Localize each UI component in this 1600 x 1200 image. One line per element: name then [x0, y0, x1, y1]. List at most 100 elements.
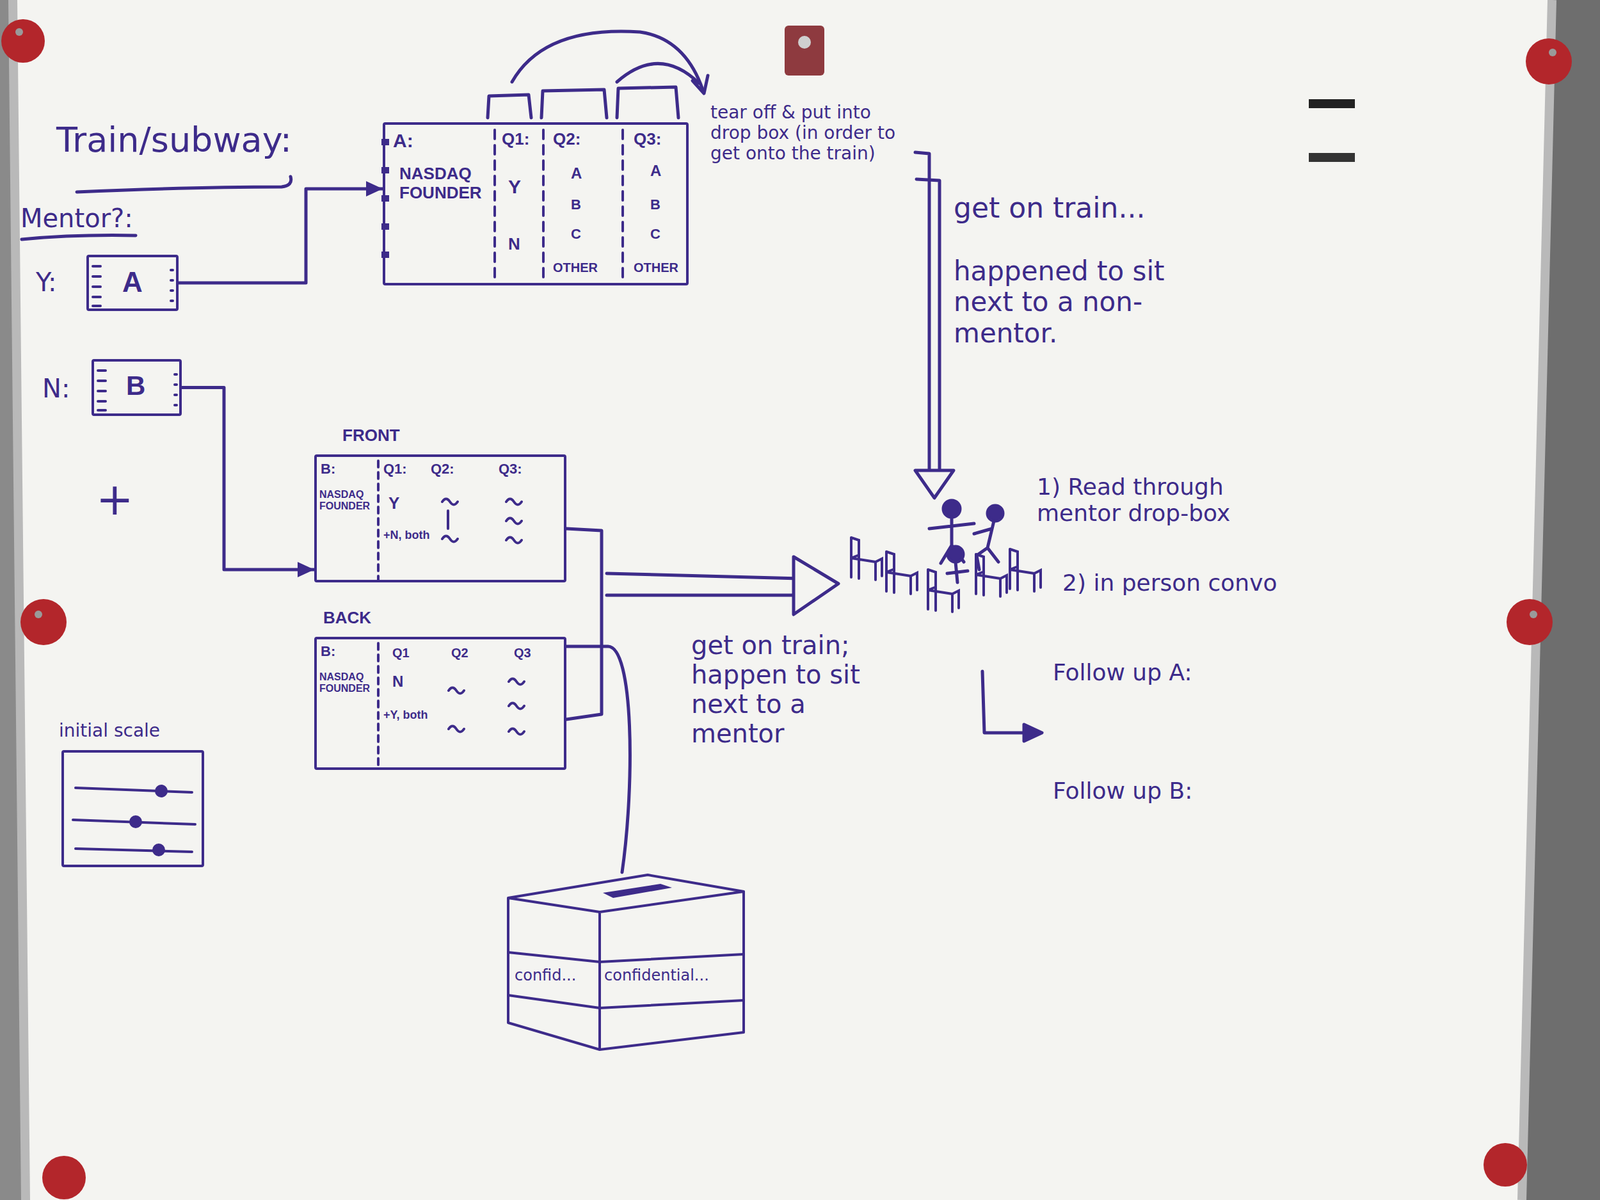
clip — [42, 1155, 86, 1200]
slider-knobs — [129, 784, 168, 857]
clip — [1525, 38, 1572, 85]
chair — [928, 569, 959, 612]
node-text: C — [650, 225, 661, 242]
eraser-mark — [1308, 152, 1355, 162]
step-note: 2) in person convo — [1062, 569, 1277, 596]
frame-clips — [1, 19, 1572, 1200]
node-text: OTHER — [552, 260, 598, 276]
follow-up-label: Follow up A: — [1052, 659, 1193, 686]
scale-card: initial scale — [61, 750, 205, 868]
connector-line — [178, 188, 383, 283]
node-text: A — [122, 266, 143, 299]
chair — [976, 554, 1007, 597]
node-text: +Y, both — [383, 708, 438, 722]
arrow-head — [1024, 724, 1042, 742]
screw — [15, 28, 24, 36]
person-head — [947, 546, 964, 562]
node-text: Y — [388, 494, 400, 514]
node-text: Q2: — [430, 460, 455, 477]
question-form-back: BACKB:Q1Q2Q3NASDAQ FOUNDERN+Y, both — [314, 636, 567, 770]
eraser-mark — [1308, 99, 1355, 109]
outside-heading: BACK — [323, 608, 372, 628]
magnet-screw — [798, 35, 811, 49]
front-back-bracket — [566, 528, 602, 720]
node-text: N — [392, 672, 404, 691]
slider-tracks — [72, 787, 196, 852]
question-form-front: FRONTB:Q1:Q2:Q3:NASDAQ FOUNDERY+N, both — [314, 454, 567, 583]
drop-box: confid...confidential... — [506, 872, 745, 1051]
hollow-arrow-head — [915, 470, 954, 498]
binding-squares — [381, 138, 390, 258]
note: happened to sit next to a non-mentor. — [953, 256, 1210, 349]
node-text: Y — [508, 176, 521, 199]
node-text: N — [508, 234, 521, 255]
node-text: Q2 — [451, 645, 469, 661]
connector-line — [181, 387, 315, 571]
node-text: B — [650, 196, 661, 213]
note: get on train; happen to sit next to a me… — [691, 630, 903, 749]
index-card: A — [86, 254, 179, 312]
person-body — [974, 520, 999, 570]
binding-ticks — [97, 370, 106, 411]
chair — [851, 537, 882, 580]
person-head — [987, 505, 1003, 521]
card-dots — [170, 270, 173, 301]
box-slot — [602, 883, 672, 898]
clip — [1506, 599, 1553, 646]
title-underline — [76, 176, 292, 192]
node-text: B: — [320, 643, 336, 660]
chair — [1009, 549, 1041, 592]
node-text: Q3 — [513, 645, 532, 661]
person-body — [947, 561, 968, 583]
node-text: Q2: — [552, 129, 581, 150]
outside-heading: initial scale — [58, 720, 160, 742]
node-text: OTHER — [633, 260, 679, 276]
screw — [1548, 48, 1557, 57]
note: get on train... — [953, 192, 1145, 225]
node-text: Q1: — [501, 129, 530, 150]
binding-ticks — [92, 266, 101, 306]
mentor-arrow-shaft — [606, 573, 800, 596]
note: tear off & put into drop box (in order t… — [710, 102, 903, 165]
connector — [566, 646, 630, 873]
form-tab — [541, 89, 607, 118]
node-text: +N, both — [383, 528, 438, 543]
index-card: B — [91, 359, 182, 416]
node-text: B — [570, 196, 582, 213]
placeholder-squiggles — [442, 499, 522, 544]
node-text: A — [570, 164, 582, 183]
card-dots — [174, 374, 177, 406]
meeting-illustration — [851, 500, 1041, 612]
clip — [1, 19, 45, 63]
drop-box-rail — [915, 152, 930, 471]
question-form: A:Q1:Q2:Q3:NASDAQ FOUNDERYNABCOTHERABCOT… — [382, 122, 689, 286]
frame-edge — [12, 0, 1552, 1200]
node-text: C — [570, 225, 582, 242]
shape-detail — [385, 124, 687, 283]
board-title: Train/subway: — [56, 120, 292, 160]
connector — [178, 181, 383, 283]
column-divider — [376, 460, 380, 580]
form-tab — [616, 87, 679, 118]
option-label: Y: — [35, 267, 57, 297]
node-text: confidential... — [604, 967, 710, 985]
node-text: NASDAQ FOUNDER — [319, 488, 377, 513]
tear-off-arrow — [512, 31, 703, 90]
clip-screws — [15, 28, 1557, 619]
follow-up-label: Follow up B: — [1052, 777, 1193, 804]
clip — [1483, 1143, 1528, 1187]
arrow-head — [297, 561, 315, 578]
outside-heading: FRONT — [342, 426, 400, 446]
node-text: NASDAQ FOUNDER — [399, 164, 489, 203]
step-note: 1) Read through mentor drop-box — [1036, 473, 1274, 527]
magnet — [784, 25, 825, 76]
node-text: B: — [320, 460, 336, 477]
placeholder-squiggles — [448, 679, 525, 735]
node-text: A: — [392, 129, 414, 153]
node-text: B — [126, 370, 146, 402]
box-stripes — [508, 952, 744, 1008]
option-label: N: — [42, 373, 70, 404]
